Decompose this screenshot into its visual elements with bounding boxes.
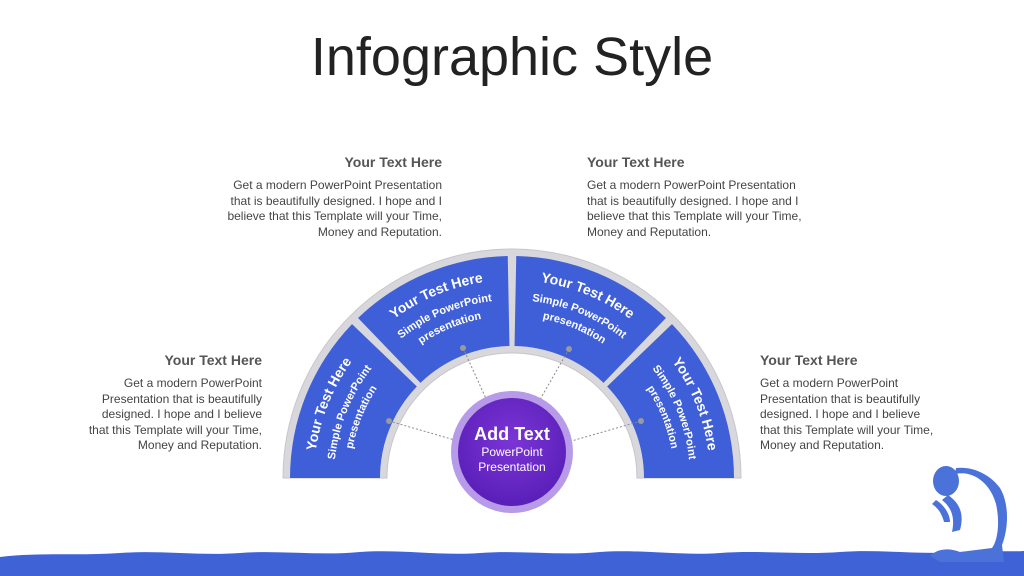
arc-segment-1 bbox=[290, 324, 417, 478]
center-title: Add Text bbox=[474, 424, 550, 444]
body-line: Money and Reputation. bbox=[587, 224, 712, 239]
body-line: Get a modern PowerPoint Presentation bbox=[233, 178, 442, 192]
page-title: Infographic Style bbox=[310, 27, 714, 87]
arc-segment-4 bbox=[607, 324, 734, 478]
connector-lines bbox=[388, 347, 642, 443]
body-line: Get a modern PowerPoint bbox=[760, 376, 899, 390]
text-block-right: Your Text Here Get a modern PowerPoint P… bbox=[760, 352, 960, 454]
body-line: Money and Reputation. bbox=[760, 438, 885, 452]
center-line-1: PowerPoint bbox=[481, 445, 543, 459]
body-line: Presentation that is beautifully bbox=[101, 391, 262, 406]
text-block-heading: Your Text Here bbox=[164, 352, 262, 368]
arc-segment-3 bbox=[514, 256, 666, 383]
body-line: that this Template will your Time, bbox=[88, 422, 262, 437]
text-block-heading: Your Text Here bbox=[344, 154, 442, 170]
center-circle bbox=[458, 398, 566, 506]
kneeling-person-icon bbox=[930, 466, 1007, 562]
body-line: Get a modern PowerPoint Presentation bbox=[587, 178, 796, 192]
body-line: Get a modern PowerPoint bbox=[123, 376, 262, 390]
body-line: that is beautifully designed. I hope and… bbox=[587, 193, 799, 208]
text-block-top-left: Your Text Here Get a modern PowerPoint P… bbox=[205, 154, 442, 240]
text-block-body: Get a modern PowerPoint Presentation tha… bbox=[70, 376, 262, 454]
body-line: Money and Reputation. bbox=[137, 438, 262, 452]
text-block-heading: Your Text Here bbox=[587, 154, 685, 170]
text-block-body: Get a modern PowerPoint Presentation tha… bbox=[587, 178, 824, 240]
body-line: that this Template will your Time, bbox=[760, 422, 934, 437]
center-label: Add Text PowerPoint Presentation bbox=[452, 424, 572, 475]
body-line: believe that this Template will your Tim… bbox=[227, 209, 442, 223]
arc-segment-2 bbox=[358, 256, 510, 383]
text-block-top-right: Your Text Here Get a modern PowerPoint P… bbox=[587, 154, 824, 240]
body-line: believe that this Template will your Tim… bbox=[587, 209, 802, 223]
body-line: Presentation that is beautifully bbox=[760, 391, 921, 406]
text-block-body: Get a modern PowerPoint Presentation tha… bbox=[205, 178, 442, 240]
body-line: Money and Reputation. bbox=[317, 224, 442, 239]
body-line: designed. I hope and I believe bbox=[101, 407, 262, 421]
center-line-2: Presentation bbox=[478, 460, 546, 474]
text-block-body: Get a modern PowerPoint Presentation tha… bbox=[760, 376, 960, 454]
connector-dots bbox=[386, 345, 644, 424]
text-block-heading: Your Text Here bbox=[760, 352, 858, 368]
body-line: that is beautifully designed. I hope and… bbox=[230, 193, 442, 208]
body-line: designed. I hope and I believe bbox=[760, 407, 921, 421]
text-block-left: Your Text Here Get a modern PowerPoint P… bbox=[70, 352, 262, 454]
ground-strip bbox=[0, 551, 1024, 576]
